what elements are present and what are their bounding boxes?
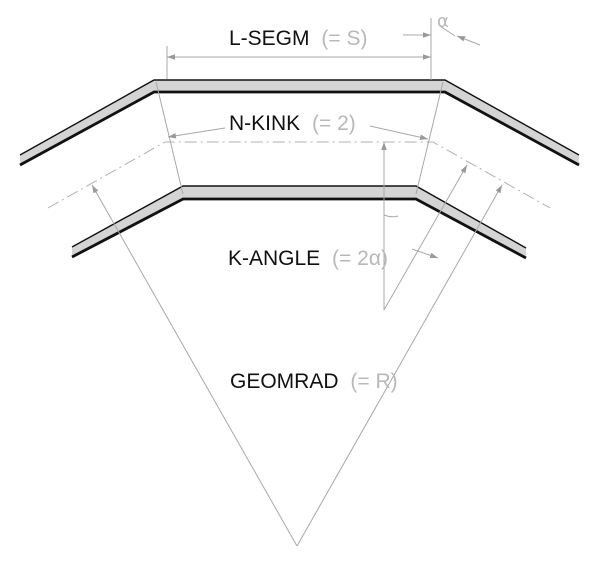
radius-lines [91,142,503,547]
kink-lines [155,81,444,195]
inner-wall [71,185,527,260]
center-axis [47,141,551,209]
alpha-label: α [437,11,449,32]
nkink-arrows [167,125,429,140]
lsegm-dimension [166,18,432,80]
alpha-indicator [403,25,481,46]
geomrad-label: GEOMRAD (= R) [230,370,398,393]
lsegm-label: L-SEGM (= S) [229,27,367,50]
kangle-label: K-ANGLE (= 2α) [228,247,388,270]
kangle-arc [383,214,439,259]
outer-wall [19,79,580,167]
nkink-label: N-KINK (= 2) [229,112,356,135]
